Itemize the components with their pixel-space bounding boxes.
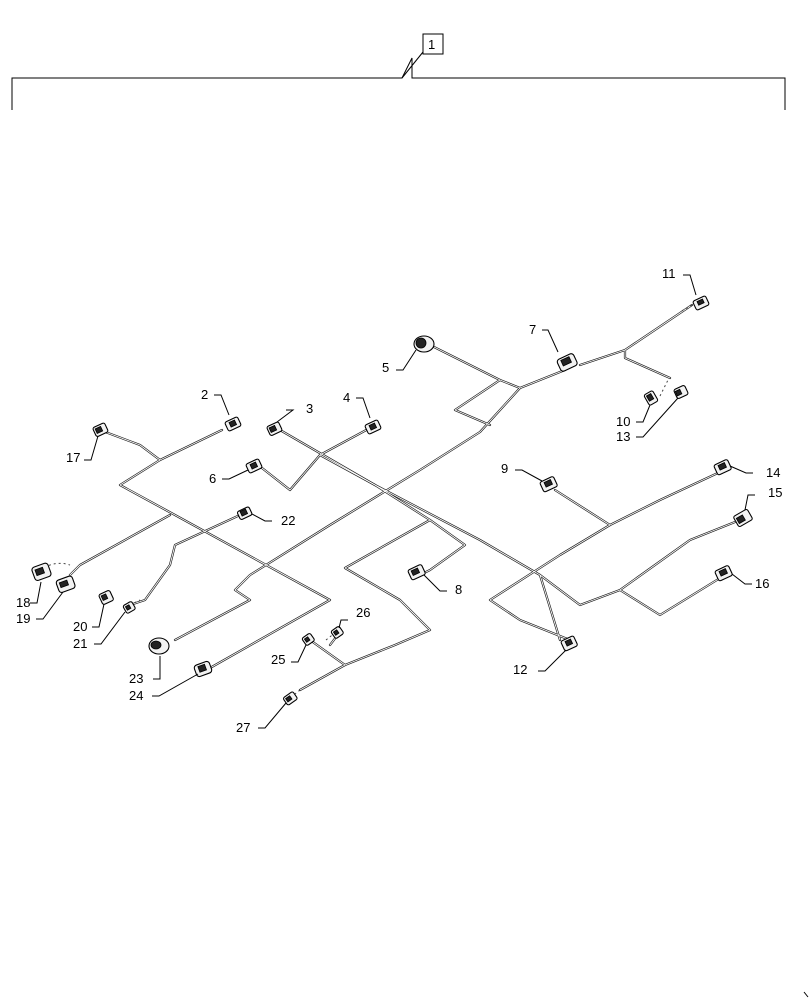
- callout-19: 19: [16, 611, 30, 626]
- wire-segment: [538, 573, 622, 607]
- wire-dash-segments: [39, 304, 693, 699]
- connector-20: [98, 590, 114, 605]
- callout-20: 20: [73, 619, 87, 634]
- connector-22: [236, 506, 253, 520]
- callout-12: 12: [513, 662, 527, 677]
- connector-4: [364, 419, 382, 435]
- assembly-bracket: 1: [11, 33, 786, 110]
- wire-segment: [553, 470, 722, 527]
- wire-core: [429, 344, 501, 381]
- connector-10: [643, 390, 659, 406]
- wire-core: [489, 524, 611, 641]
- wire-segment: [98, 428, 162, 462]
- connectors: [31, 295, 753, 706]
- wire-core: [319, 454, 376, 486]
- connector-23: [148, 637, 170, 655]
- corner-mark: [803, 991, 809, 998]
- callout-10: 10: [616, 414, 630, 429]
- callout-4: 4: [343, 390, 350, 405]
- callout-2: 2: [201, 387, 208, 402]
- wire-segment: [278, 428, 432, 692]
- wire-core: [539, 574, 621, 606]
- callout-6: 6: [209, 471, 216, 486]
- callout-23: 23: [129, 671, 143, 686]
- connector-7: [556, 353, 578, 372]
- callout-13: 13: [616, 429, 630, 444]
- connector-11: [692, 295, 710, 311]
- callout-21: 21: [73, 636, 87, 651]
- connector-25: [301, 633, 315, 646]
- wire-segment: [68, 513, 172, 577]
- callout-14: 14: [766, 465, 780, 480]
- connector-12: [560, 635, 578, 652]
- wire-core: [174, 387, 521, 641]
- callout-16: 16: [755, 576, 769, 591]
- wire-core: [69, 514, 171, 576]
- connector-5: [413, 335, 435, 353]
- wire-core: [129, 514, 241, 606]
- callout-3: 3: [306, 401, 313, 416]
- assembly-ref-box: [422, 33, 444, 55]
- wire-core: [374, 484, 561, 641]
- connector-14: [713, 459, 732, 476]
- connector-9: [539, 476, 558, 493]
- wire-core: [261, 427, 371, 491]
- wire-core: [309, 639, 346, 666]
- connector-3: [266, 421, 283, 436]
- callout-15: 15: [768, 485, 782, 500]
- assembly-ref-label: 1: [428, 37, 435, 52]
- connector-6: [245, 458, 263, 474]
- connector-17: [92, 422, 109, 437]
- wire-segment: [373, 483, 562, 642]
- callout-24: 24: [129, 688, 143, 703]
- callout-27: 27: [236, 720, 250, 735]
- connector-13: [673, 385, 689, 399]
- connector-15: [733, 508, 753, 528]
- connector-27: [283, 691, 298, 706]
- wire-core: [99, 429, 161, 461]
- connector-26: [330, 626, 344, 639]
- callout-7: 7: [529, 322, 536, 337]
- callout-22: 22: [281, 513, 295, 528]
- connector-18: [31, 562, 52, 582]
- wire-segment: [623, 348, 672, 380]
- connector-19: [55, 575, 76, 594]
- harness-wires: [68, 303, 742, 692]
- callout-17: 17: [66, 450, 80, 465]
- wire-core: [279, 429, 431, 691]
- callout-11: 11: [662, 266, 676, 281]
- callout-5: 5: [382, 360, 389, 375]
- connector-24: [193, 660, 213, 678]
- connector-2: [224, 416, 242, 432]
- callout-leaders: [30, 274, 755, 729]
- wire-core: [579, 304, 693, 366]
- callout-labels: 11 7 5 10 13 2 3 4 17 6 9 14 15 22 18 19…: [16, 266, 782, 735]
- callout-18: 18: [16, 595, 30, 610]
- wire-segment: [578, 303, 694, 367]
- wire-core: [554, 471, 721, 526]
- connector-21: [122, 601, 136, 614]
- connector-16: [714, 565, 733, 582]
- callout-25: 25: [271, 652, 285, 667]
- wire-core: [624, 349, 671, 379]
- connector-8: [407, 564, 426, 581]
- callout-8: 8: [455, 582, 462, 597]
- wire-core: [119, 429, 331, 669]
- callout-26: 26: [356, 605, 370, 620]
- callout-9: 9: [501, 461, 508, 476]
